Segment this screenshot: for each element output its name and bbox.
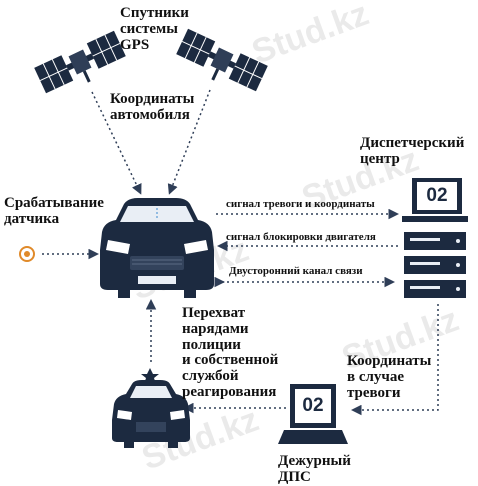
label-coords-alarm: Координаты в случае тревоги bbox=[347, 353, 432, 401]
arrow-satellite-left-to-car bbox=[91, 91, 142, 195]
label-signal-alarm: сигнал тревоги и координаты bbox=[226, 198, 375, 210]
label-dispatch-center: Диспетчерский центр bbox=[360, 135, 465, 167]
dps-computer-icon bbox=[278, 384, 348, 444]
police-car-icon bbox=[112, 368, 190, 448]
label-car-coordinates: Координаты автомобиля bbox=[110, 91, 195, 123]
label-signal-block: сигнал блокировки двигателя bbox=[226, 231, 376, 243]
label-interception: Перехват нарядами полиции и собственной … bbox=[182, 305, 279, 400]
gps-satellite-left-icon bbox=[34, 30, 126, 94]
gps-satellite-right-icon bbox=[176, 28, 268, 92]
label-two-way-channel: Двусторонний канал связи bbox=[229, 265, 363, 277]
dispatch-computer-icon bbox=[402, 178, 468, 298]
label-duty-dps: Дежурный ДПС bbox=[278, 453, 351, 485]
label-gps-satellites: Спутники системы GPS bbox=[120, 5, 189, 53]
arrow-satellite-right-to-car bbox=[167, 89, 211, 195]
sensor-icon bbox=[19, 246, 35, 262]
arrow-dispatch-to-dps bbox=[351, 304, 439, 416]
dispatch-monitor-number: 02 bbox=[426, 185, 448, 206]
car-icon bbox=[100, 198, 214, 298]
dps-monitor-number: 02 bbox=[302, 395, 324, 416]
label-sensor-trigger: Срабатывание датчика bbox=[4, 195, 104, 227]
